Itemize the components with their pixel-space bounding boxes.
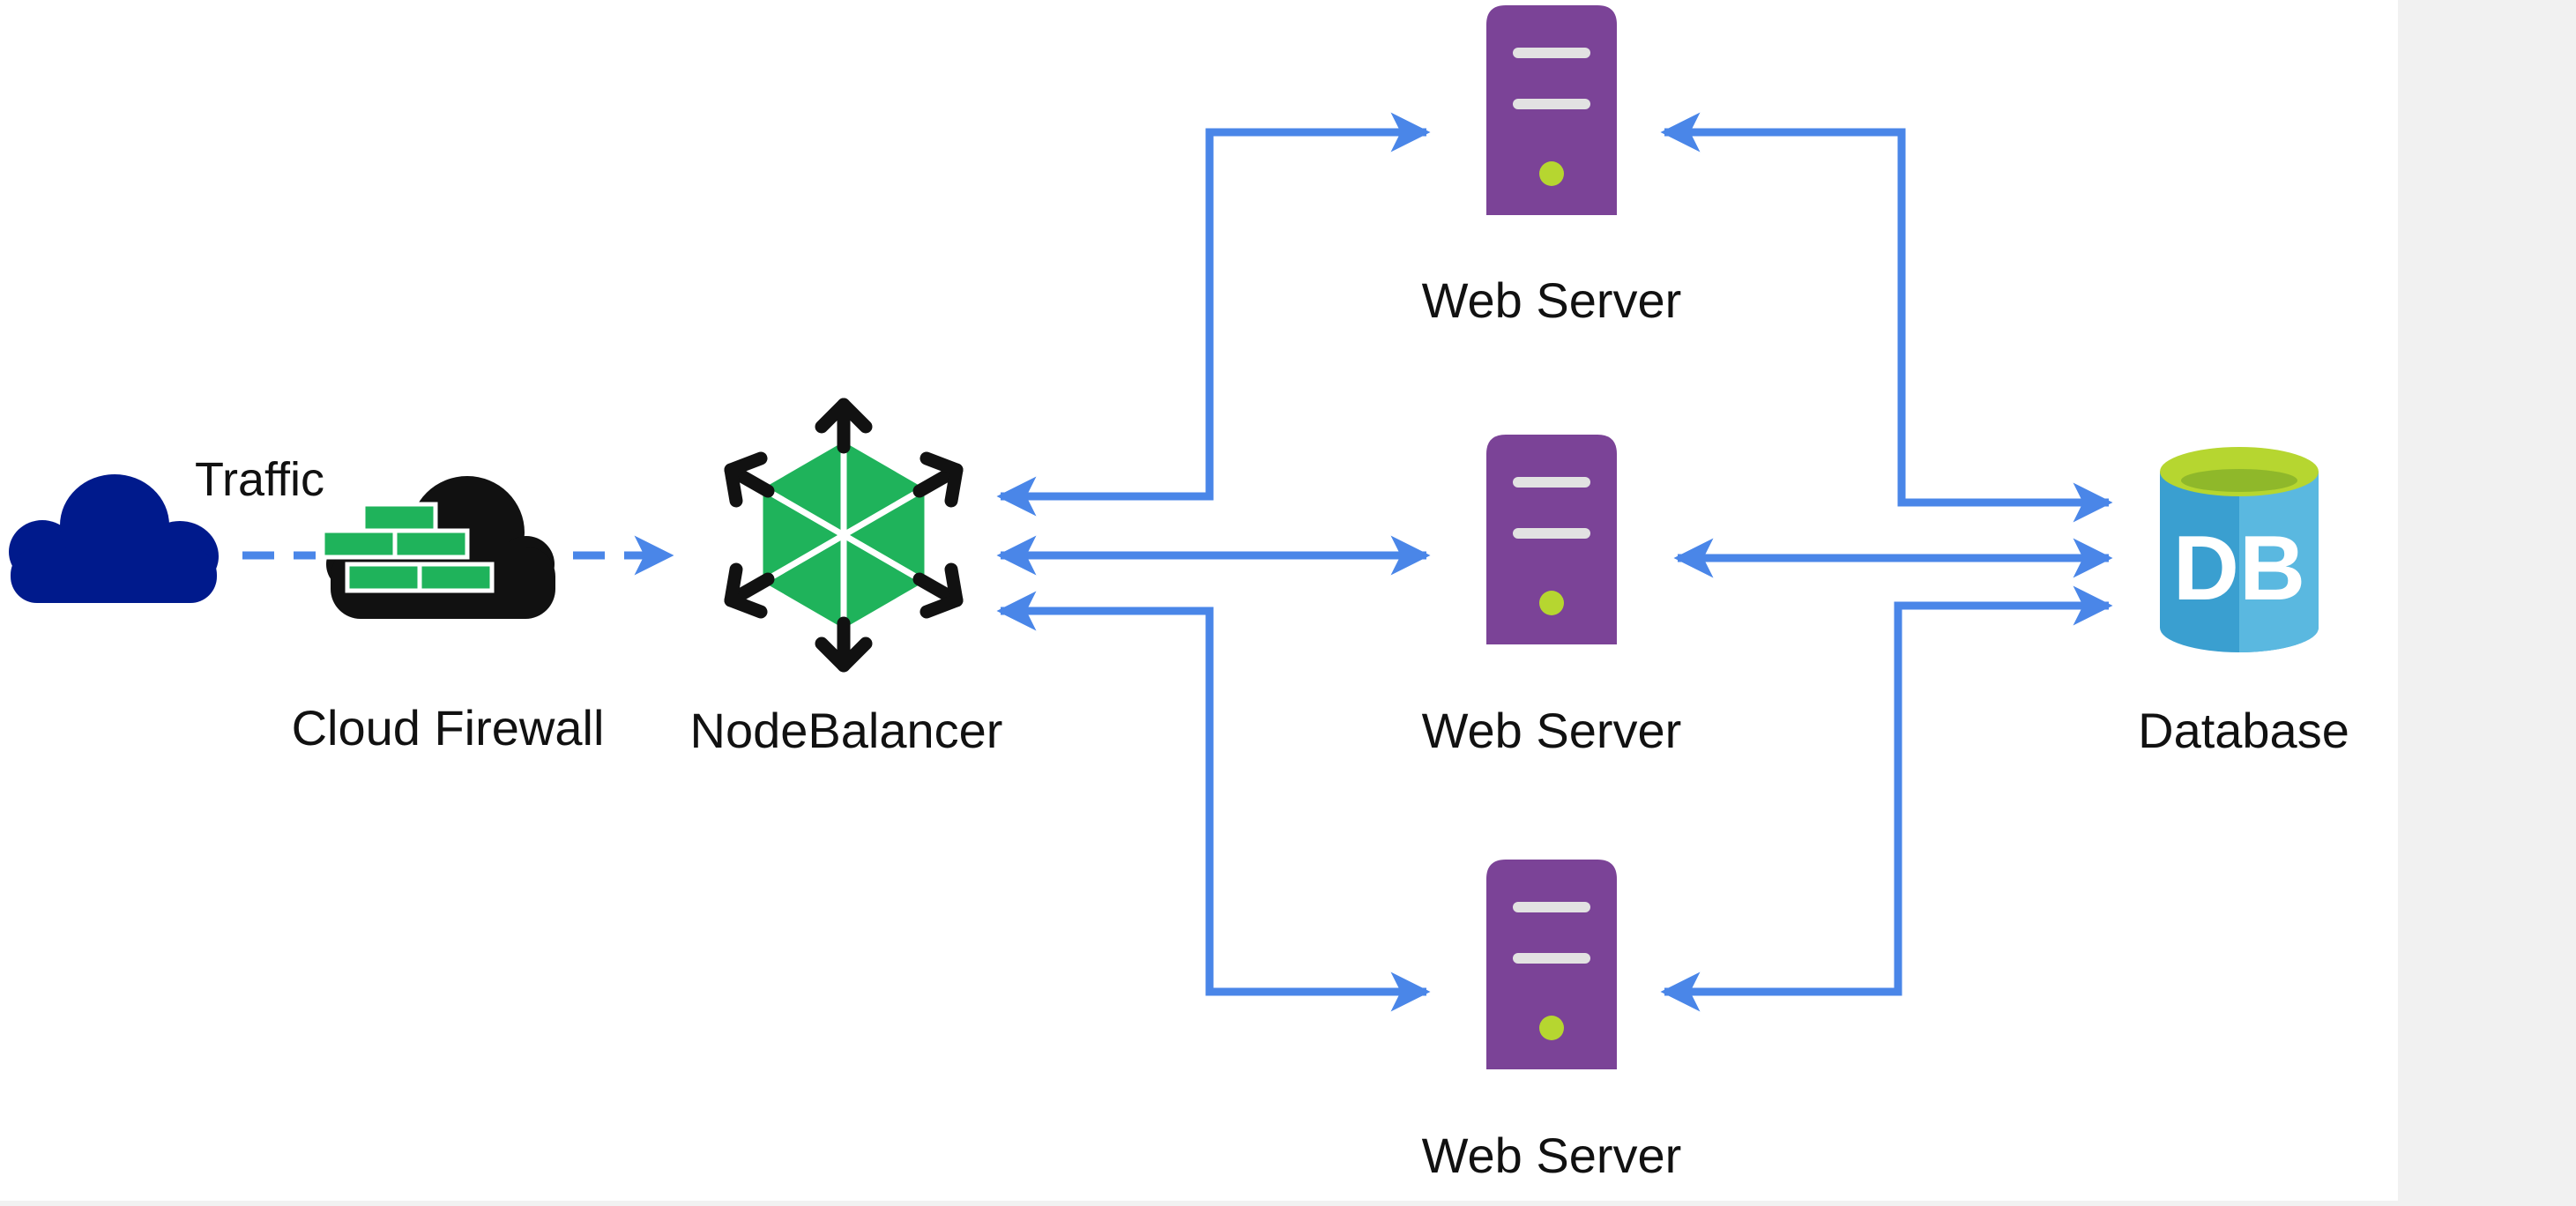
cloud-icon <box>9 474 219 603</box>
server-icon <box>1486 435 1617 644</box>
firewall-icon <box>320 476 555 619</box>
web-server-top-database-connector <box>1660 112 2113 523</box>
database-icon-text: DB <box>2173 517 2305 620</box>
server-icon <box>1486 5 1617 215</box>
web-server-middle-label: Web Server <box>1422 703 1682 758</box>
nodebalancer-web-server-bottom-connector <box>996 591 1431 1012</box>
nodebalancer-icon <box>724 398 964 673</box>
nodebalancer-web-server-top-connector <box>996 112 1431 517</box>
database-icon: DB <box>2160 447 2319 652</box>
firewall-label: Cloud Firewall <box>292 700 605 756</box>
web-server-top-label: Web Server <box>1422 272 1682 328</box>
traffic-label: Traffic <box>195 453 324 506</box>
web-server-bottom-label: Web Server <box>1422 1128 1682 1183</box>
database-label: Database <box>2138 703 2349 758</box>
nodebalancer-label: NodeBalancer <box>690 703 1003 758</box>
server-icon <box>1486 860 1617 1069</box>
connectors <box>242 112 2113 1012</box>
web-server-bottom-database-connector <box>1660 585 2113 1012</box>
